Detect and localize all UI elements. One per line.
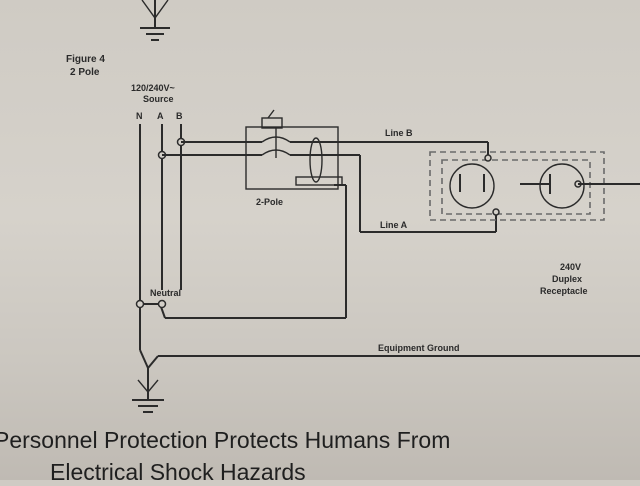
neutral-node xyxy=(135,299,145,309)
equipment-ground-label: Equipment Ground xyxy=(378,343,460,353)
breaker-box xyxy=(245,126,339,190)
ground-symbol-icon xyxy=(132,379,164,413)
ground-symbol-icon xyxy=(140,0,170,41)
source-label: 120/240V~ xyxy=(131,83,175,93)
figure-number: Figure 4 xyxy=(66,54,105,65)
figure-subtitle: 2 Pole xyxy=(70,67,100,78)
breaker-switch-icon xyxy=(261,109,291,158)
line-b-label: Line B xyxy=(385,128,413,138)
receptacle-line1: 240V xyxy=(560,262,581,272)
source-sublabel: Source xyxy=(143,94,174,104)
terminal-a: A xyxy=(157,111,164,121)
terminal-b: B xyxy=(176,111,183,121)
outlet-icon xyxy=(429,151,605,221)
receptacle-line2: Duplex xyxy=(552,274,582,284)
breaker-label: 2-Pole xyxy=(256,197,283,207)
neutral-node xyxy=(157,299,167,309)
receptacle-line3: Receptacle xyxy=(540,286,588,296)
line-a-label: Line A xyxy=(380,220,408,230)
neutral-label: Neutral xyxy=(150,288,181,298)
section-heading: Personnel Protection Protects Humans Fro… xyxy=(0,427,451,453)
wiring-diagram: Figure 4 2 Pole 120/240V~ Source N A B 2… xyxy=(66,0,640,413)
terminal-n: N xyxy=(136,111,143,121)
current-sensor-icon xyxy=(309,137,323,183)
section-heading-line2: Electrical Shock Hazards xyxy=(50,459,306,485)
